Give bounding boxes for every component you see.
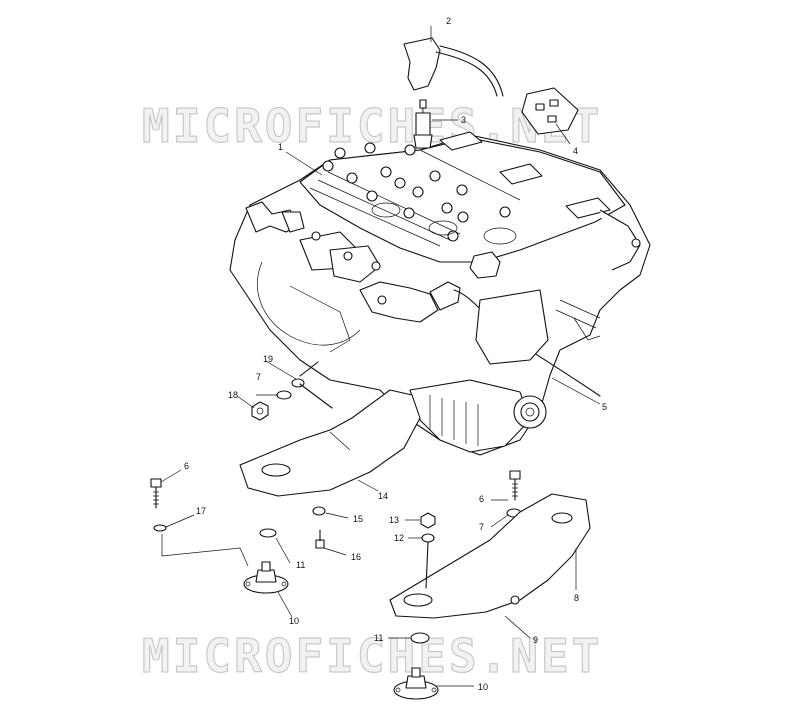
callout-12: 12 — [394, 533, 404, 543]
callout-3: 3 — [461, 115, 466, 125]
callout-10-right: 10 — [478, 682, 488, 692]
callout-5: 5 — [602, 402, 607, 412]
washer-15 — [312, 506, 326, 516]
callout-19: 19 — [263, 354, 273, 364]
right-engine-bracket — [389, 493, 591, 619]
callout-16: 16 — [351, 552, 361, 562]
callout-7-right: 7 — [479, 522, 484, 532]
washer-11-left — [259, 528, 277, 538]
callout-14: 14 — [378, 491, 388, 501]
callout-6-right: 6 — [479, 494, 484, 504]
bolt-6-left — [150, 478, 162, 509]
nut-13 — [420, 512, 436, 529]
leader-lines — [160, 26, 601, 687]
washer-17 — [153, 524, 167, 532]
callout-8: 8 — [574, 593, 579, 603]
callout-7-left: 7 — [256, 372, 261, 382]
callout-11-left: 11 — [296, 560, 305, 570]
callout-17: 17 — [196, 506, 206, 516]
stud — [299, 361, 319, 377]
bolt-16 — [315, 529, 325, 549]
callout-4: 4 — [573, 146, 578, 156]
callout-13: 13 — [389, 515, 399, 525]
washer-12 — [421, 533, 435, 543]
spark-plug — [413, 99, 433, 149]
plug-wire-holder — [521, 87, 579, 135]
nut-18 — [251, 401, 269, 421]
bolt-6-right — [509, 470, 521, 501]
rubber-mount-right — [393, 667, 439, 700]
engine-assembly — [229, 131, 651, 456]
rubber-mount-left — [243, 561, 289, 594]
callout-6-left: 6 — [184, 461, 189, 471]
callout-9: 9 — [533, 635, 538, 645]
left-engine-bracket — [239, 389, 421, 497]
callout-18: 18 — [228, 390, 238, 400]
washer-7-left — [276, 390, 292, 400]
callout-1: 1 — [278, 142, 283, 152]
callout-2: 2 — [446, 16, 451, 26]
callout-11-right: 11 — [374, 633, 383, 643]
callout-labels: 1 2 3 4 5 6 6 7 7 8 9 10 10 11 11 12 13 … — [184, 16, 607, 692]
washer-11-right — [410, 632, 430, 644]
callout-10-left: 10 — [289, 616, 299, 626]
callout-15: 15 — [353, 514, 363, 524]
watermark-bottom: MICROFICHES.NET — [142, 629, 602, 683]
spark-plug-cap — [403, 37, 504, 97]
